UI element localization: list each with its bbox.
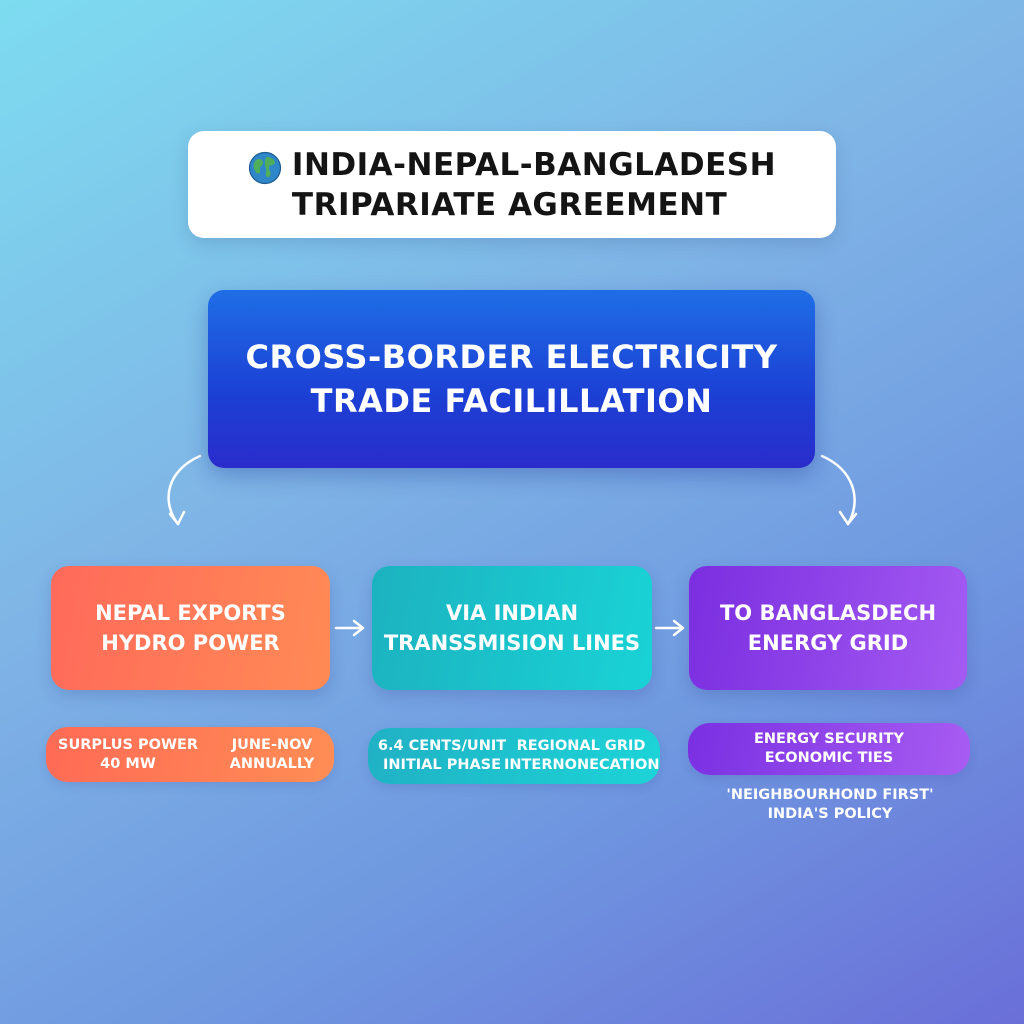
main-box: CROSS-BORDER ELECTRICITY TRADE FACILILLA…	[208, 290, 815, 468]
flow-india-line-1: VIA INDIAN	[445, 601, 579, 625]
curved-arrow-right-head	[838, 510, 858, 526]
detail-text: REGIONAL GRID	[516, 738, 646, 754]
flow-bangladesh-line-1: TO BANGLASDECH	[719, 601, 937, 625]
detail-nepal-col-1: SURPLUS POWER 40 MW	[58, 736, 198, 774]
title-line-2: TRIPARIATE AGREEMENT	[291, 186, 728, 223]
flow-nepal-line-2: HYDRO POWER	[101, 631, 280, 655]
main-line-2: TRADE FACILILLATION	[310, 382, 713, 420]
detail-text: ANNUALLY	[229, 756, 315, 772]
globe-icon	[248, 151, 282, 184]
flow-box-india: VIA INDIAN TRANSSMISION LINES	[372, 566, 652, 690]
title-card: INDIA-NEPAL-BANGLADESH TRIPARIATE AGREEM…	[188, 131, 836, 238]
policy-footnote: 'NEIGHBOURHOND FIRST' INDIA'S POLICY	[700, 786, 960, 824]
flow-arrow-2-head	[672, 619, 685, 637]
curved-arrow-left-head	[168, 510, 186, 526]
detail-text: 40 MW	[100, 756, 156, 772]
flow-arrow-1-head	[352, 619, 365, 637]
curved-arrow-right	[820, 454, 856, 526]
flow-box-bangladesh: TO BANGLASDECH ENERGY GRID	[689, 566, 967, 690]
page-title: INDIA-NEPAL-BANGLADESH TRIPARIATE AGREEM…	[292, 145, 776, 225]
flow-box-nepal: NEPAL EXPORTS HYDRO POWER	[51, 566, 330, 690]
detail-text: SURPLUS POWER	[58, 737, 199, 753]
flow-bangladesh-line-2: ENERGY GRID	[747, 631, 909, 655]
detail-india-col-1: 6.4 CENTS/UNIT INITIAL PHASE	[372, 737, 512, 775]
detail-nepal-col-2: JUNE-NOV ANNUALLY	[212, 736, 332, 774]
detail-pill-bangladesh: ENERGY SECURITY ECONOMIC TIES	[688, 723, 970, 775]
footnote-line-1: 'NEIGHBOURHOND FIRST'	[726, 787, 934, 803]
detail-text: INITIAL PHASE	[382, 757, 502, 773]
detail-text: JUNE-NOV	[231, 737, 313, 753]
title-line-1: INDIA-NEPAL-BANGLADESH	[291, 146, 777, 183]
detail-pill-nepal: SURPLUS POWER 40 MW JUNE-NOV ANNUALLY	[46, 727, 334, 782]
flow-india-line-2: TRANSSMISION LINES	[383, 631, 641, 655]
detail-text: INTERNONECATION	[504, 757, 660, 773]
detail-text: ECONOMIC TIES	[764, 750, 894, 766]
footnote-line-2: INDIA'S POLICY	[767, 806, 893, 822]
detail-pill-india: 6.4 CENTS/UNIT INITIAL PHASE REGIONAL GR…	[368, 728, 660, 784]
detail-india-col-2: REGIONAL GRID INTERNONECATION	[504, 737, 660, 775]
detail-text: ENERGY SECURITY	[754, 731, 904, 747]
main-line-1: CROSS-BORDER ELECTRICITY	[245, 338, 778, 376]
flow-nepal-line-1: NEPAL EXPORTS	[95, 601, 286, 625]
detail-text: 6.4 CENTS/UNIT	[377, 738, 507, 754]
